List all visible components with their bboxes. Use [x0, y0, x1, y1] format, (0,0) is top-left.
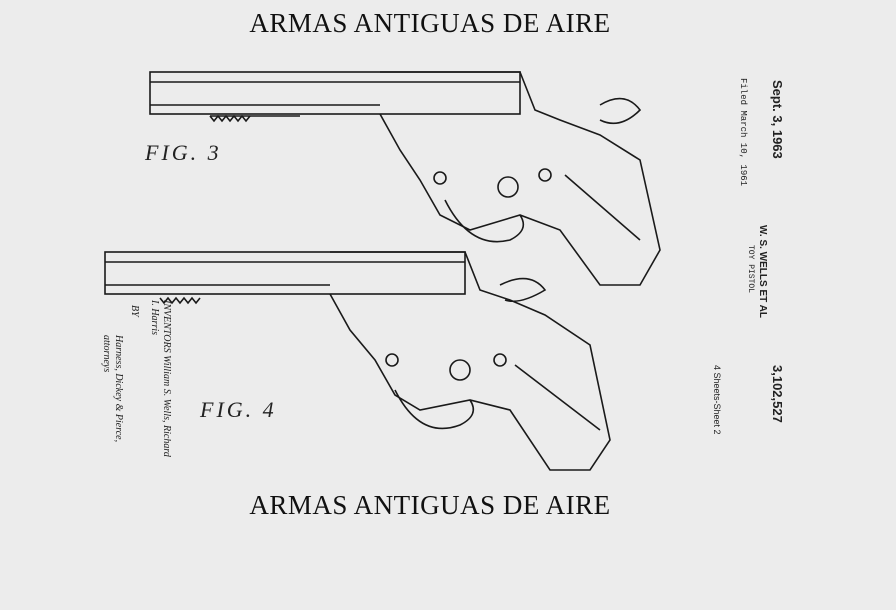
signature-by: BY: [129, 305, 140, 317]
page-title-bottom: ARMAS ANTIGUAS DE AIRE: [249, 490, 611, 520]
figure-label-3: FIG. 3: [145, 140, 222, 165]
pistol-fig4: [104, 251, 611, 471]
signature-inventors: INVENTORS William S. Wells, Richard I. H…: [149, 300, 172, 457]
page-title-top: ARMAS ANTIGUAS DE AIRE: [249, 8, 611, 38]
pistol-fig3: [149, 71, 661, 286]
figure-label-4: FIG. 4: [200, 397, 277, 422]
signature-attorneys: Harness, Dickey & Pierce, attorneys: [101, 335, 124, 443]
